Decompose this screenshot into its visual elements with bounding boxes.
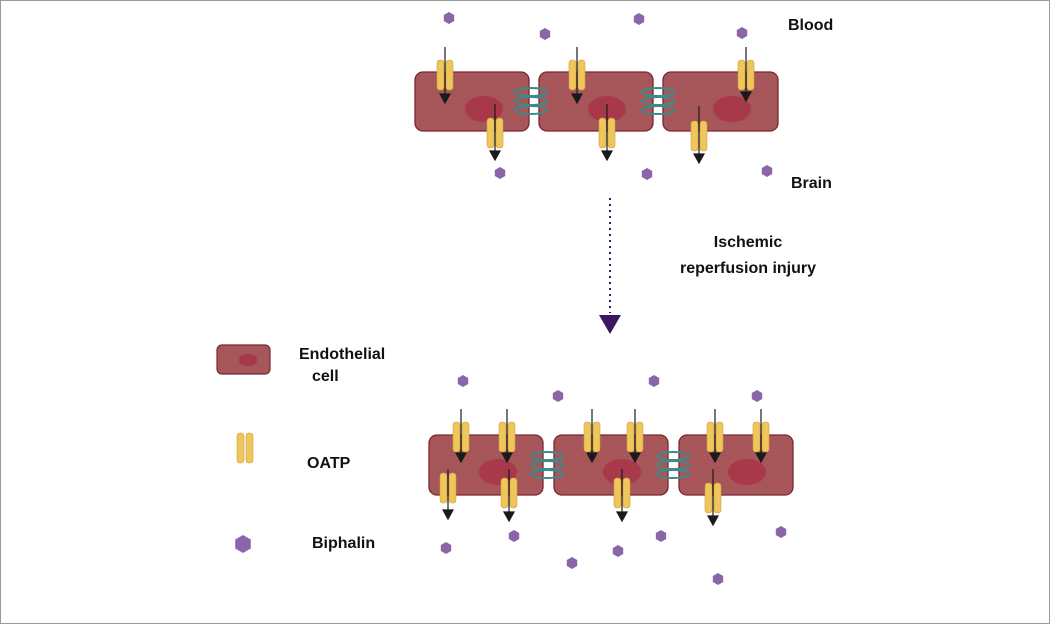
biphalin-icon <box>539 28 551 40</box>
oatp-transporter <box>439 472 457 504</box>
transition-label: Ischemic reperfusion injury <box>653 232 843 280</box>
oatp-transporter <box>598 117 616 149</box>
oatp-transporter <box>436 59 454 91</box>
biphalin-icon <box>457 375 469 387</box>
legend-biphalin-label: Biphalin <box>312 535 376 552</box>
oatp-transporter <box>706 421 724 453</box>
biphalin-icon <box>443 12 455 24</box>
oatp-transporter <box>583 421 601 453</box>
oatp-transporter <box>626 421 644 453</box>
oatp-transporter <box>690 120 708 152</box>
oatp-transporter <box>500 477 518 509</box>
oatp-transporter <box>704 482 722 514</box>
blood-label: Blood <box>788 17 834 34</box>
tight-junction <box>514 87 548 115</box>
biphalin-icon <box>641 168 653 180</box>
tight-junction <box>656 451 690 479</box>
oatp-transporter <box>613 477 631 509</box>
transport-arrow <box>438 47 753 165</box>
biphalin-icon <box>761 165 773 177</box>
biphalin-molecule-group <box>443 12 773 180</box>
oatp-transporter <box>486 117 504 149</box>
biphalin-icon <box>712 573 724 585</box>
injured-barrier <box>428 375 794 585</box>
biphalin-icon <box>508 530 520 542</box>
cell-nucleus <box>465 96 503 122</box>
biphalin-icon <box>633 13 645 25</box>
legend-oatp-label: OATP <box>307 455 351 472</box>
tight-junction <box>641 87 675 115</box>
brain-label: Brain <box>791 175 832 192</box>
oatp-transporter <box>498 421 516 453</box>
cell-nucleus-icon <box>239 354 257 366</box>
oatp-transporter <box>752 421 770 453</box>
biphalin-icon <box>235 535 251 553</box>
legend-endothelial-line1: Endothelial <box>299 346 386 363</box>
biphalin-icon <box>655 530 667 542</box>
legend-endothelial-label: Endothelial cell <box>299 344 385 388</box>
transport-arrow <box>441 409 768 527</box>
biphalin-icon <box>775 526 787 538</box>
legend-icons <box>216 344 271 553</box>
biphalin-molecule-group <box>440 375 787 585</box>
biphalin-icon <box>440 542 452 554</box>
cell-nucleus <box>479 459 517 485</box>
tight-junction <box>530 451 564 479</box>
biphalin-icon <box>648 375 660 387</box>
biphalin-icon <box>751 390 763 402</box>
biphalin-icon <box>566 557 578 569</box>
oatp-icon <box>236 432 254 464</box>
transition-label-line1: Ischemic <box>713 234 783 251</box>
biphalin-icon <box>612 545 624 557</box>
legend-endothelial-line2: cell <box>312 368 339 385</box>
healthy-barrier <box>414 12 779 180</box>
transition-arrow <box>599 198 621 334</box>
biphalin-icon <box>552 390 564 402</box>
transition-label-line2: reperfusion injury <box>679 260 817 277</box>
biphalin-icon <box>494 167 506 179</box>
oatp-transporter <box>452 421 470 453</box>
biphalin-icon <box>736 27 748 39</box>
oatp-transporter <box>568 59 586 91</box>
cell-nucleus <box>713 96 751 122</box>
oatp-transporter <box>737 59 755 91</box>
cell-nucleus <box>728 459 766 485</box>
